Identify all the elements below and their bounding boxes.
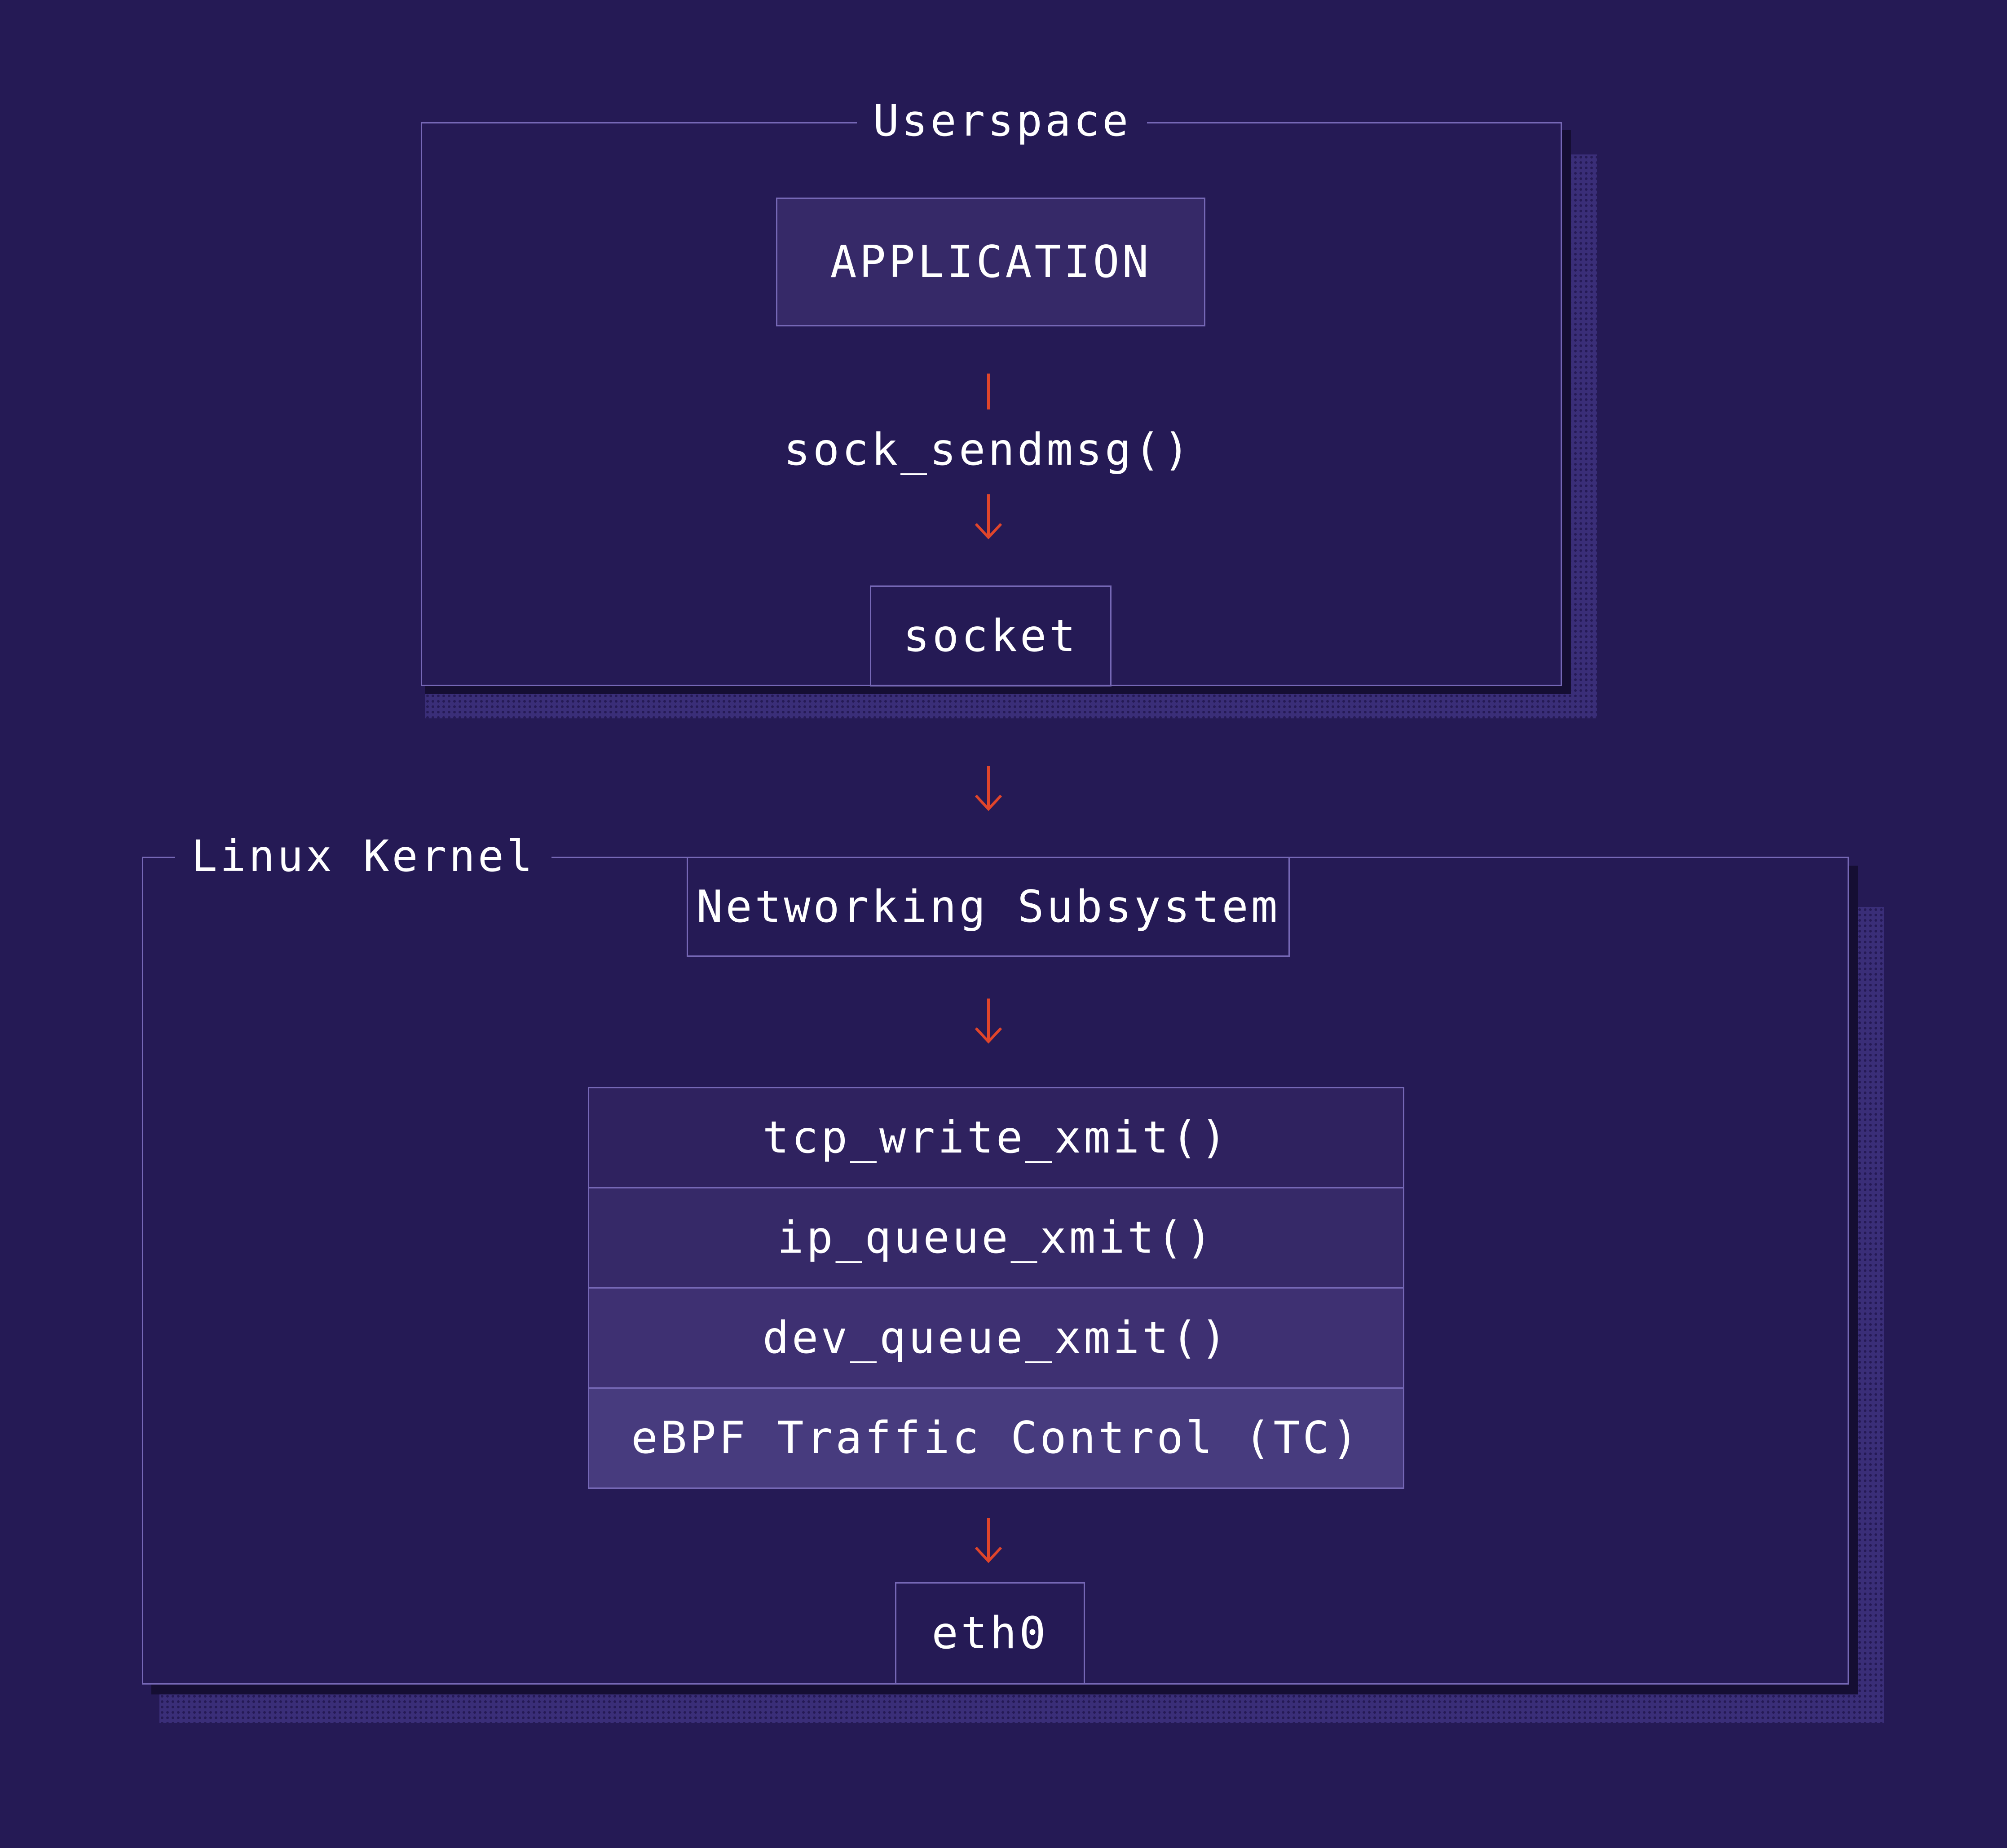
sock-sendmsg-label: sock_sendmsg() (783, 424, 1192, 475)
stack-layer-ip-queue-xmit: ip_queue_xmit() (588, 1187, 1404, 1289)
stack-layer-dev-queue-xmit: dev_queue_xmit() (588, 1287, 1404, 1389)
arrow-down-icon (975, 766, 1002, 811)
eth0-box: eth0 (895, 1582, 1085, 1685)
networking-subsystem-box: Networking Subsystem (687, 857, 1290, 957)
arrow-down-icon (975, 494, 1002, 540)
stack-layer-ebpf-tc: eBPF Traffic Control (TC) (588, 1387, 1404, 1489)
userspace-label: Userspace (857, 96, 1147, 145)
application-box: APPLICATION (776, 198, 1205, 326)
stack-layer-tcp-write-xmit: tcp_write_xmit() (588, 1087, 1404, 1188)
arrow-down-icon (975, 1518, 1002, 1563)
socket-box: socket (870, 585, 1112, 686)
arrow-stem-top (987, 374, 990, 409)
kernel-label: Linux Kernel (175, 832, 551, 881)
arrow-down-icon (975, 999, 1002, 1044)
